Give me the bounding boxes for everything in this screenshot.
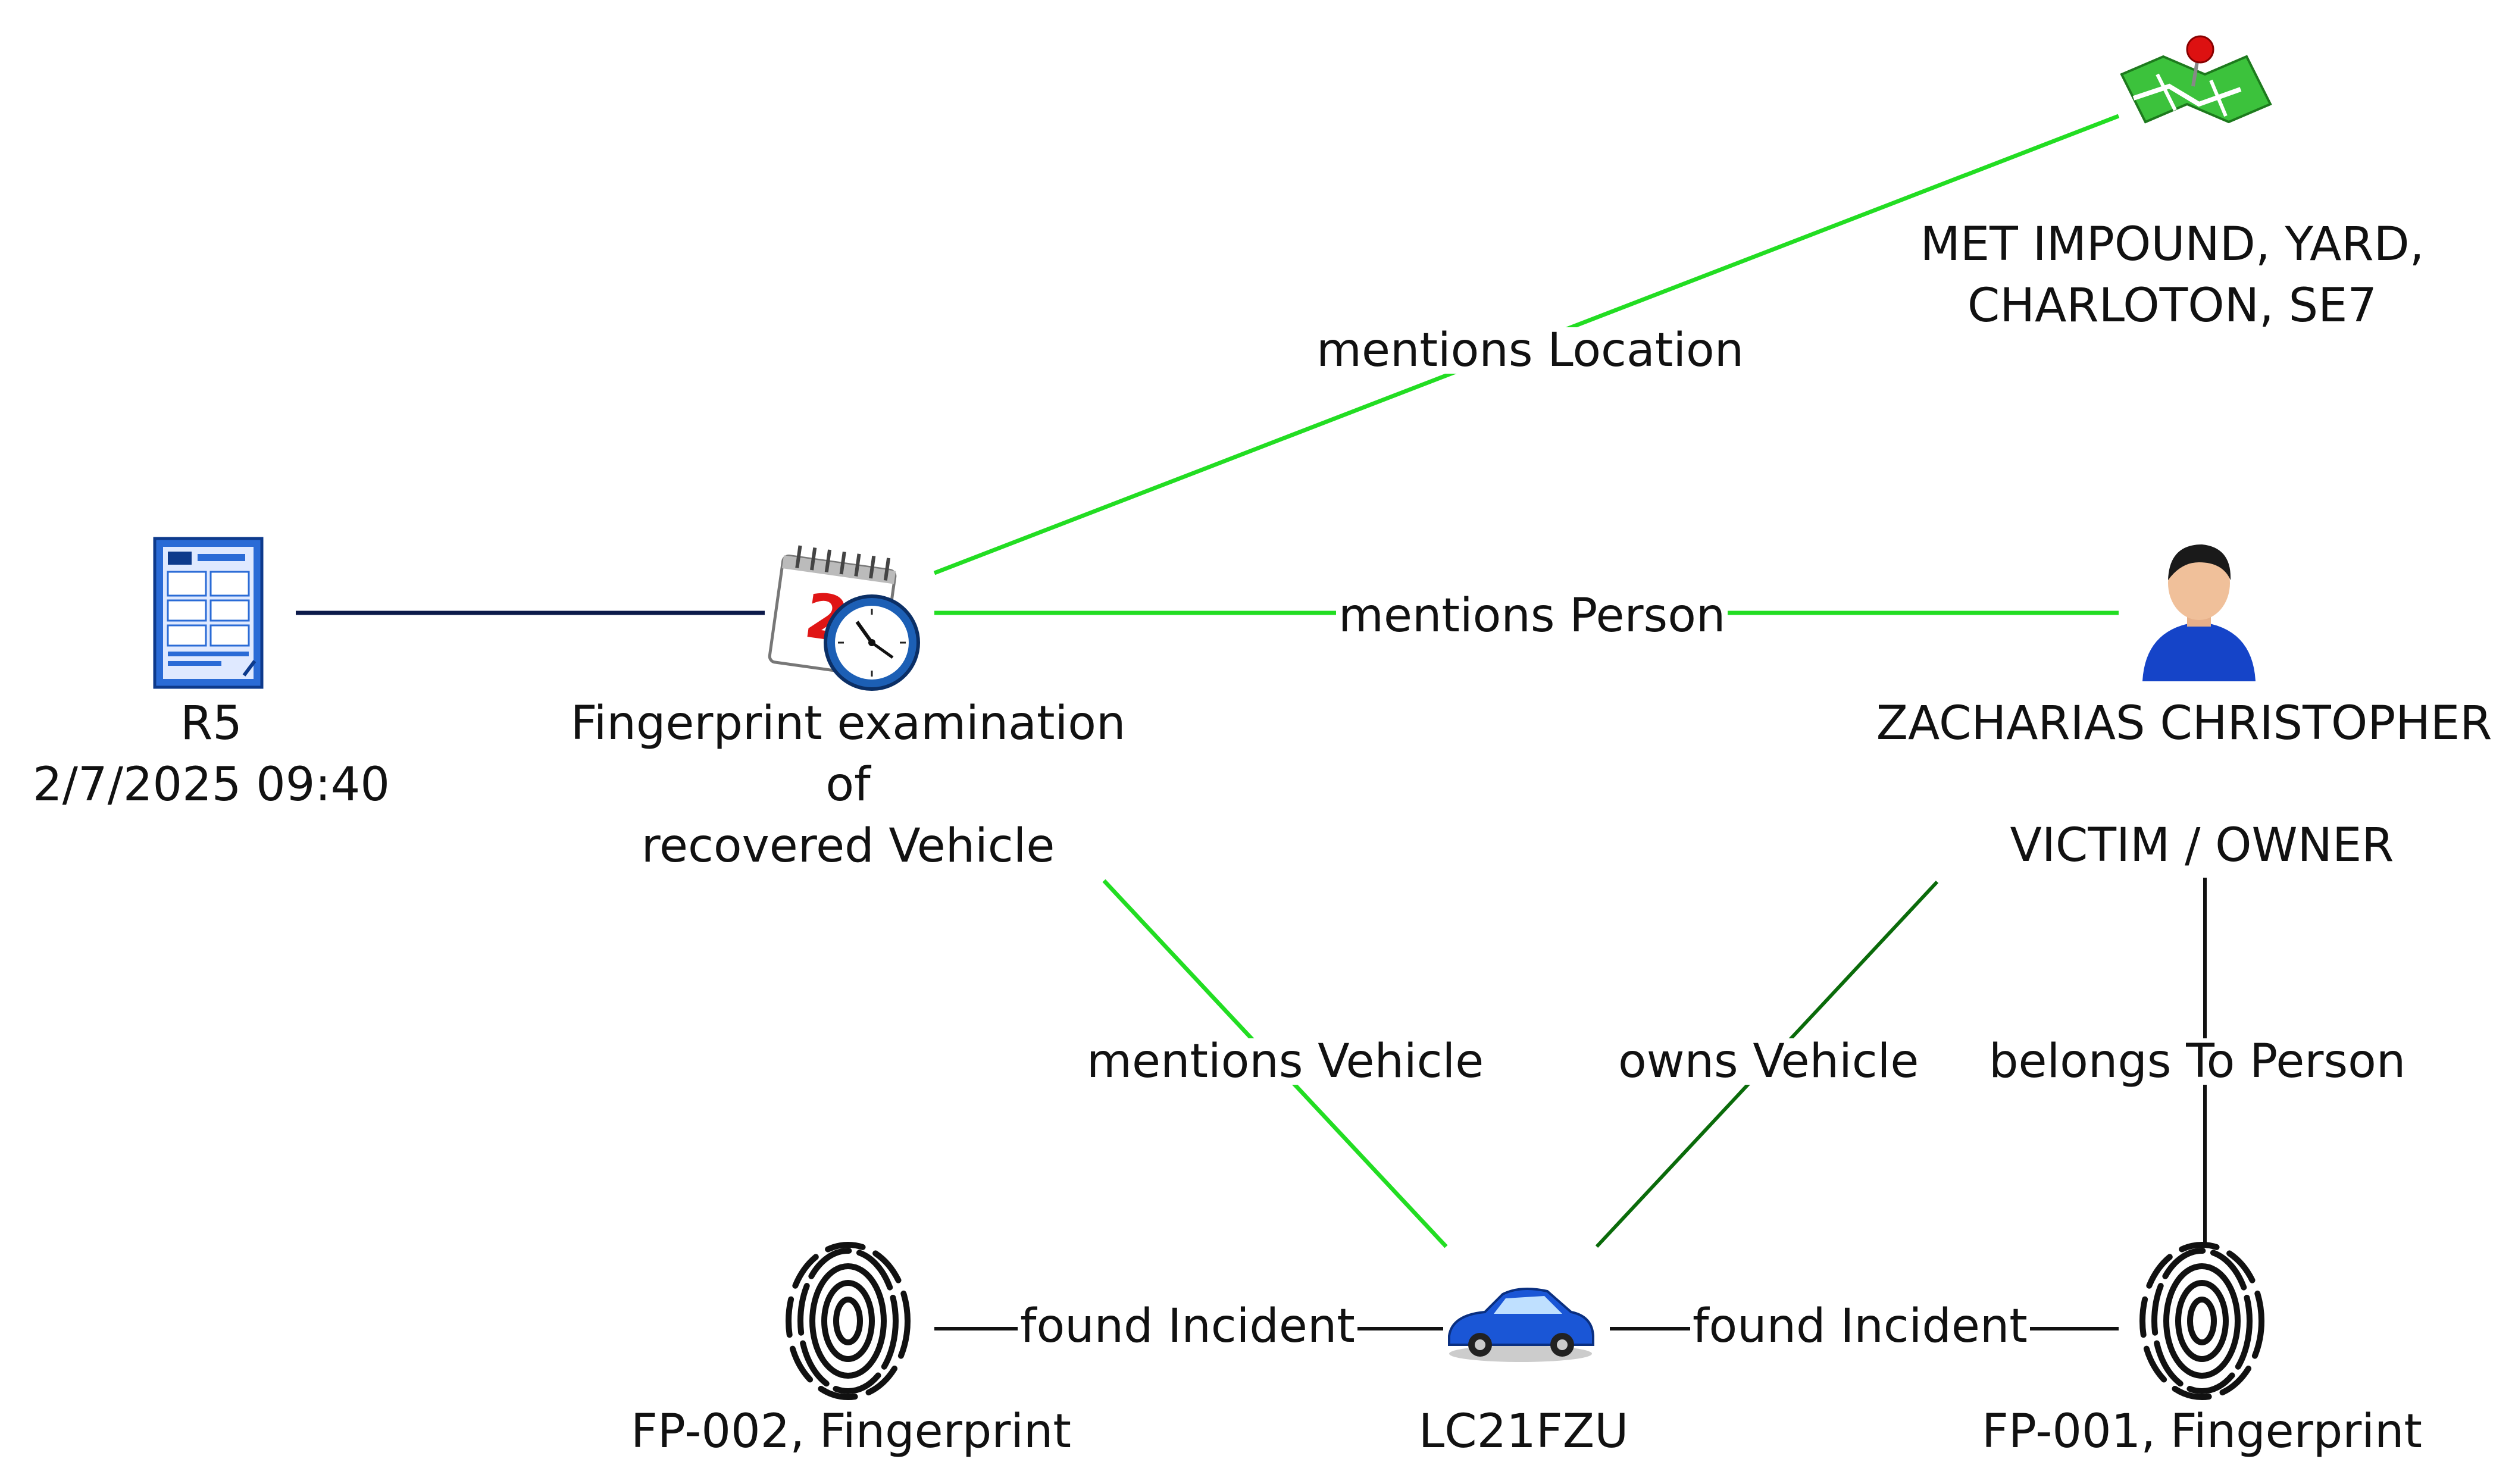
location-line2: CHARLOTON, SE7 [1967,279,2378,333]
edge-label-mentions-person[interactable]: mentions Person [1336,593,1728,639]
node-label-location[interactable]: MET IMPOUND, YARD, CHARLOTON, SE7 [1881,214,2464,337]
event-title-line3: recovered Vehicle [641,819,1055,873]
car-icon[interactable] [1448,1288,1594,1362]
event-title-line1: Fingerprint examination [570,697,1126,750]
node-label-fingerprint-1[interactable]: FP-001, Fingerprint [1922,1401,2482,1463]
node-label-role[interactable]: VICTIM / OWNER [1934,815,2470,876]
report-id: R5 [180,697,242,750]
edge-label-mentions-vehicle[interactable]: mentions Vehicle [1084,1038,1487,1085]
node-label-report[interactable]: R5 2/7/2025 09:40 [18,693,405,816]
node-label-event[interactable]: Fingerprint examination of recovered Veh… [542,693,1155,877]
edge-label-found-incident-left[interactable]: found Incident [1018,1303,1357,1350]
edge-label-belongs-to-person[interactable]: belongs To Person [1987,1038,2408,1085]
person-name: ZACHARIAS CHRISTOPHER [1876,697,2492,750]
edge-label-found-incident-right[interactable]: found Incident [1690,1303,2030,1350]
fingerprint-icon[interactable] [2139,1242,2264,1400]
report-datetime: 2/7/2025 09:40 [33,758,390,812]
document-icon[interactable] [153,537,264,689]
person-icon[interactable] [2142,544,2256,681]
vehicle-registration: LC21FZU [1418,1405,1629,1458]
edge-label-owns-vehicle[interactable]: owns Vehicle [1616,1038,1922,1085]
edge-label-mentions-location[interactable]: mentions Location [1314,327,1747,374]
fingerprint-1-name: FP-001, Fingerprint [1982,1405,2422,1458]
person-role: VICTIM / OWNER [2010,819,2394,872]
location-line1: MET IMPOUND, YARD, [1920,218,2425,271]
node-label-vehicle[interactable]: LC21FZU [1285,1401,1762,1463]
node-label-person[interactable]: ZACHARIAS CHRISTOPHER [1863,693,2505,754]
event-title-line2: of [825,758,871,812]
fingerprint-icon[interactable] [786,1242,911,1400]
node-label-fingerprint-2[interactable]: FP-002, Fingerprint [571,1401,1131,1463]
map-pin-icon[interactable] [2120,35,2272,124]
calendar-clock-icon[interactable]: 29 [768,543,920,691]
fingerprint-2-name: FP-002, Fingerprint [631,1405,1071,1458]
